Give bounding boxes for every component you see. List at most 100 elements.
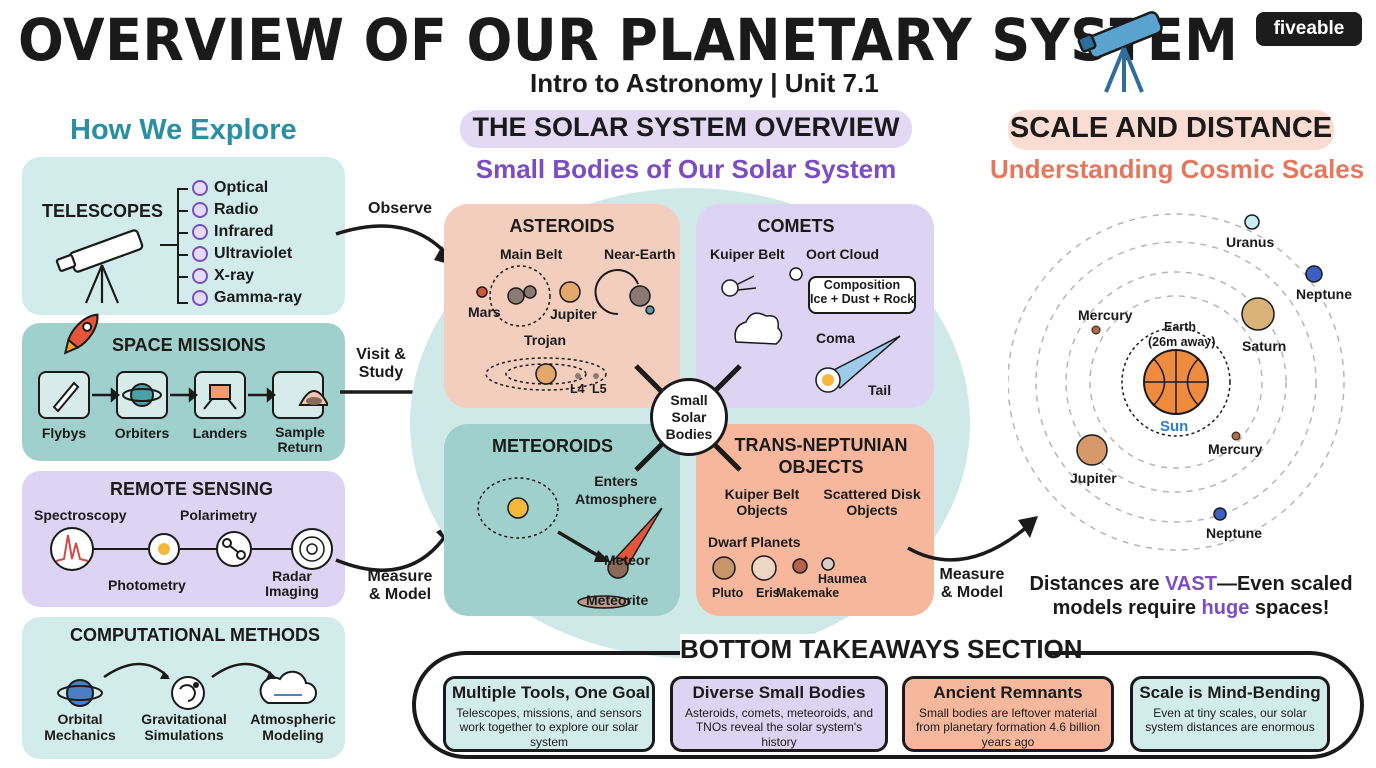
- telescopes-title: TELESCOPES: [42, 201, 164, 221]
- remote-sensing-title: REMOTE SENSING: [110, 479, 274, 499]
- page-subtitle: Intro to Astronomy | Unit 7.1: [530, 68, 879, 98]
- gravitational-label: Gravitational Simulations: [141, 711, 227, 743]
- gravity-icon: [171, 676, 205, 710]
- visit-label: Visit & Study: [356, 346, 406, 381]
- scale-heading: SCALE AND DISTANCE: [1009, 112, 1333, 144]
- polarimetry-icon: [216, 531, 252, 567]
- radar-icon: [291, 528, 333, 570]
- takeaway-card-tools: Multiple Tools, One Goal Telescopes, mis…: [443, 676, 655, 752]
- takeaway-card-bodies: Diverse Small Bodies Asteroids, comets, …: [670, 676, 888, 752]
- takeaway-title: Diverse Small Bodies: [692, 683, 866, 702]
- takeaway-body: Telescopes, missions, and sensors work t…: [456, 706, 642, 749]
- wavelength-list: Optical Radio Infrared Ultraviolet X-ray…: [192, 179, 342, 313]
- takeaway-title: Scale is Mind-Bending: [1139, 683, 1321, 702]
- hub-label: Small Solar Bodies: [665, 391, 713, 442]
- wave-icon: [192, 224, 208, 240]
- wavelength-bracket: [160, 188, 188, 304]
- main-belt-label: Main Belt: [500, 246, 563, 262]
- x-icon: [192, 268, 208, 284]
- remote-sensing-panel: REMOTE SENSING Spectroscopy Polarimetry …: [22, 471, 345, 607]
- uranus-label: Uranus: [1226, 234, 1275, 250]
- spacecraft-icon: [52, 381, 80, 413]
- sun-ray-icon: [192, 246, 208, 262]
- takeaways-heading: BOTTOM TAKEAWAYS SECTION: [680, 634, 1083, 664]
- asteroid-icons: [476, 265, 655, 391]
- wavelength-radio: Radio: [192, 201, 258, 219]
- mercury-top-label: Mercury: [1078, 307, 1133, 323]
- scattered-label: Scattered Disk Objects: [823, 486, 921, 518]
- lightning-icon: [192, 290, 208, 306]
- neptune-top-label: Neptune: [1296, 286, 1352, 302]
- jupiter-right-label: Jupiter: [1070, 470, 1117, 486]
- center-subheading: Small Bodies of Our Solar System: [475, 154, 897, 184]
- measure-right-label: Measure & Model: [939, 566, 1005, 601]
- enters-label: Enters Atmosphere: [575, 473, 657, 507]
- wavelength-gamma: Gamma-ray: [192, 289, 302, 307]
- photometry-icon: [148, 533, 180, 565]
- wavelength-ultraviolet: Ultraviolet: [192, 245, 292, 263]
- l4-label: L4: [570, 382, 585, 396]
- scale-subheading: Understanding Cosmic Scales: [990, 154, 1365, 184]
- takeaway-card-scale: Scale is Mind-Bending Even at tiny scale…: [1130, 676, 1330, 752]
- meteoroid-icons: [477, 477, 663, 609]
- kbo-label: Kuiper Belt Objects: [724, 486, 800, 518]
- radar-label: Radar Imaging: [265, 568, 319, 599]
- tno-panel: TRANS-NEPTUNIAN OBJECTS Kuiper Belt Obje…: [696, 424, 934, 616]
- landers-label: Landers: [192, 425, 248, 441]
- trojan-label: Trojan: [524, 332, 567, 348]
- computational-title: COMPUTATIONAL METHODS: [70, 625, 320, 645]
- haumea-label: Haumea: [818, 572, 867, 586]
- comet-icons: [721, 267, 901, 393]
- comets-title: COMETS: [757, 216, 835, 236]
- dwarf-planet-icons: [712, 555, 835, 581]
- orbit-diagram: [1008, 213, 1345, 551]
- flybys-label: Flybys: [41, 425, 87, 441]
- kuiper-label: Kuiper Belt: [710, 246, 785, 262]
- computational-icons: [57, 662, 317, 710]
- observe-label: Observe: [368, 200, 433, 217]
- meteorite-label: Meteorite: [586, 592, 649, 608]
- pluto-label: Pluto: [712, 586, 744, 600]
- sun-label: Sun: [1160, 418, 1189, 435]
- dwarf-label: Dwarf Planets: [708, 534, 801, 550]
- radio-dish-icon: [192, 202, 208, 218]
- spectroscopy-label: Spectroscopy: [34, 507, 127, 523]
- orbiters-label: Orbiters: [114, 425, 170, 441]
- saturn-label: Saturn: [1242, 338, 1287, 354]
- vast-highlight: VAST: [1165, 573, 1217, 595]
- takeaway-body: Even at tiny scales, our solar system di…: [1145, 706, 1315, 735]
- wavelength-infrared: Infrared: [192, 223, 274, 241]
- takeaway-card-remnants: Ancient Remnants Small bodies are leftov…: [902, 676, 1114, 752]
- brand-logo: fiveable: [1256, 12, 1362, 46]
- mars-label: Mars: [468, 304, 501, 320]
- l5-label: L5: [592, 382, 607, 396]
- takeaways-heading-bg: [680, 634, 1046, 668]
- earth-label: Earth (26m away): [1148, 320, 1216, 349]
- sun-icon: [1143, 349, 1209, 415]
- scale-note: Distances are VAST—Even scaled models re…: [1029, 573, 1353, 619]
- missions-title: SPACE MISSIONS: [112, 335, 266, 355]
- neptune-bottom-label: Neptune: [1206, 525, 1262, 541]
- telescope-small-icon: [55, 229, 144, 304]
- planet-orbit-icon: [57, 679, 103, 707]
- rocket-icon: [63, 313, 99, 355]
- right-heading-bg: [1008, 110, 1334, 150]
- takeaway-title: Multiple Tools, One Goal: [452, 683, 651, 702]
- tno-title: TRANS-NEPTUNIAN OBJECTS: [734, 435, 908, 477]
- polarimetry-label: Polarimetry: [180, 507, 258, 523]
- mission-icons: [52, 381, 328, 413]
- cloud-icon: [734, 312, 783, 345]
- comet-tail-icon: [815, 335, 901, 393]
- comets-panel: COMETS Kuiper Belt Oort Cloud Compositio…: [696, 204, 934, 408]
- takeaway-body: Asteroids, comets, meteoroids, and TNOs …: [684, 706, 874, 749]
- eye-icon: [192, 180, 208, 196]
- missions-panel: SPACE MISSIONS Flybys Orbiters Landers S…: [22, 313, 345, 461]
- comet-icon: [721, 275, 757, 297]
- photometry-label: Photometry: [108, 577, 186, 593]
- cloud-icon: [259, 670, 317, 704]
- computational-panel: COMPUTATIONAL METHODS Orbital Mechanics …: [22, 617, 345, 759]
- lander-icon: [203, 384, 237, 410]
- right-arrow: [907, 516, 1038, 562]
- center-heading: THE SOLAR SYSTEM OVERVIEW: [472, 112, 900, 142]
- takeaway-title: Ancient Remnants: [933, 683, 1083, 702]
